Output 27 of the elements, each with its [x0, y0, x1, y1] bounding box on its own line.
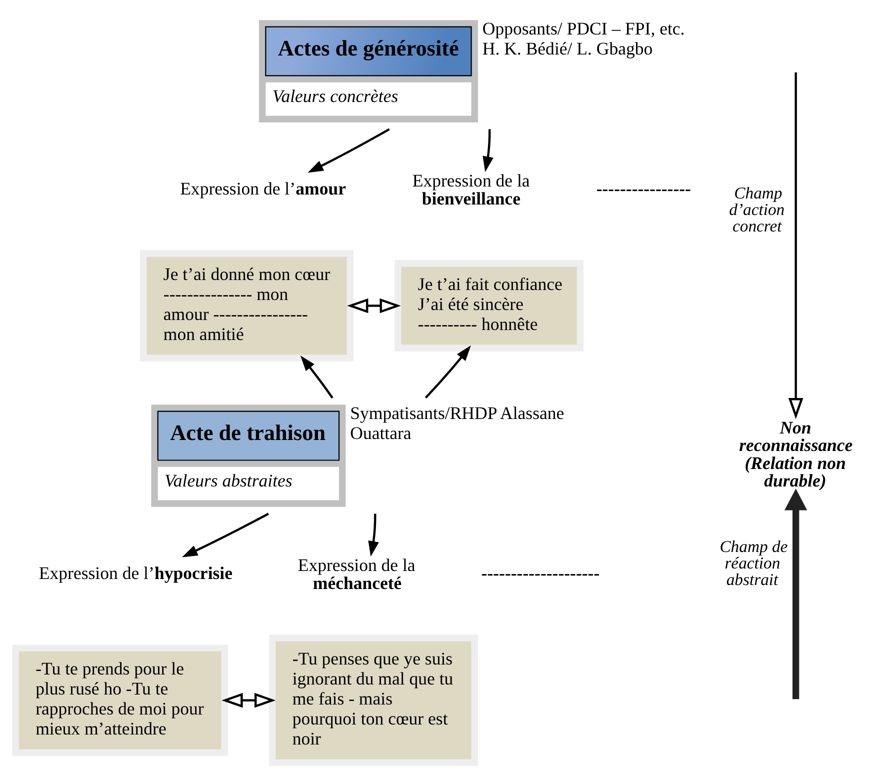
node-text: Expression de l’amour — [180, 178, 346, 198]
arrow — [300, 355, 333, 398]
arrow — [182, 512, 268, 557]
node-box: -Tu penses que ye suis ignorant du mal que tu me fais - mais pourquoi ton cœur est noir — [268, 634, 478, 766]
arrow — [368, 513, 378, 556]
arrow — [424, 344, 470, 398]
node-text: Non reconnaissance (Relation non durable) — [738, 416, 852, 490]
edge-label: Champ d’action concret — [728, 182, 784, 236]
edge-label: Champ de réaction abstrait — [719, 536, 788, 589]
arrow — [307, 128, 390, 172]
label: -------------------- — [480, 562, 600, 582]
node-box: Actes de générosité Valeurs concrètes — [258, 20, 478, 122]
arrow — [784, 488, 807, 699]
arrow — [346, 298, 400, 313]
node-label: Sympatisants/RHDP Alassane Ouattara — [350, 402, 564, 442]
node-box: Je t’ai fait confiance J’ai été sincère ---------- honnête — [394, 260, 584, 351]
node-box: Je t’ai donné mon cœur --------------- mon amour ---------------- mon amitié — [140, 250, 353, 361]
label: ---------------- — [596, 178, 690, 198]
node-box: -Tu te prends pour le plus rusé ho -Tu te rapproches de moi pour mieux m’atteindre — [12, 644, 228, 756]
arrow — [788, 72, 803, 419]
node-box: Acte de trahison Valeurs abstraites — [150, 404, 346, 506]
node-text: Expression de l’hypocrisie — [38, 562, 232, 582]
node-text: Expression de la méchanceté — [297, 554, 415, 592]
arrow — [221, 692, 276, 708]
node-label: Opposants/ PDCI – FPI, etc. H. K. Bédié/ L. Gbagbo — [482, 18, 684, 58]
node-text: Expression de la bienveillance — [412, 170, 530, 208]
arrow — [482, 128, 493, 172]
